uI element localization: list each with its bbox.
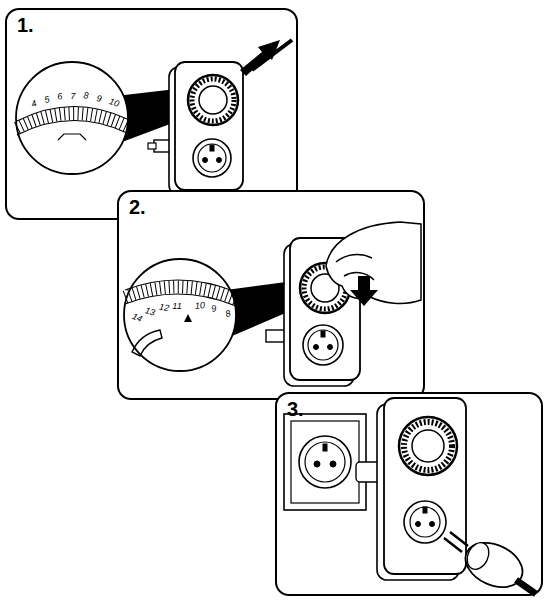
arrow <box>240 40 280 76</box>
timer-dial <box>399 417 457 475</box>
plug-pin <box>148 143 156 149</box>
wall-socket-cup <box>299 436 351 488</box>
appliance-plug <box>444 532 536 596</box>
dial-number: 12 <box>158 303 169 313</box>
scale-edge <box>125 280 236 292</box>
socket-hole <box>203 158 208 163</box>
dial-segment <box>132 330 162 356</box>
socket-hole <box>430 522 435 527</box>
scale-edge <box>17 120 127 135</box>
step-panel: 3. <box>275 392 543 596</box>
wall-socket-inner <box>305 442 345 482</box>
socket-hole <box>416 522 421 527</box>
step-panel: 2. 141312111098 <box>117 190 425 400</box>
step-panel: 1. 45678910 <box>5 8 298 220</box>
dial-knurl <box>192 79 234 121</box>
earth-pin <box>321 331 325 337</box>
socket <box>404 501 446 543</box>
turn-arrow <box>350 276 378 306</box>
dial-number: 7 <box>70 92 75 101</box>
earth-pin <box>323 444 327 451</box>
timer-dial <box>188 75 238 125</box>
socket-hole <box>217 158 222 163</box>
magnifier <box>16 62 128 174</box>
wall-socket <box>284 414 366 510</box>
timer-device <box>148 62 243 195</box>
magnifier-circle <box>124 259 236 371</box>
magnifier-circle <box>16 62 128 174</box>
socket-hole <box>314 345 319 350</box>
magnifier <box>124 259 236 371</box>
socket <box>193 139 231 177</box>
device-body <box>175 62 243 190</box>
plug-body <box>458 534 529 596</box>
socket-inner <box>308 330 338 360</box>
socket-hole <box>330 461 336 467</box>
socket-hole <box>314 461 320 467</box>
device-body <box>384 398 466 574</box>
scale-ticks <box>125 287 236 299</box>
push-arrow <box>240 40 292 76</box>
socket-inner <box>198 144 226 172</box>
timer-device <box>356 398 466 580</box>
dial-number: 11 <box>172 302 181 311</box>
step-number: 2. <box>129 196 146 219</box>
plug-pin <box>444 532 468 552</box>
dial-number: 10 <box>195 301 206 311</box>
socket-inner <box>410 507 440 537</box>
step-number: 1. <box>17 14 34 37</box>
scale-notch <box>58 134 86 140</box>
cord <box>516 580 536 594</box>
dial-number: 8 <box>83 91 89 100</box>
dial-center <box>199 86 227 114</box>
plug-face <box>463 539 493 573</box>
earth-pin <box>210 145 214 151</box>
dial-number: 6 <box>57 92 63 102</box>
socket <box>303 325 343 365</box>
dial-center <box>412 430 444 462</box>
socket-hole <box>328 345 333 350</box>
earth-pin <box>423 507 427 513</box>
wall-plate-inner <box>291 421 359 503</box>
step-number: 3. <box>287 398 304 421</box>
wall-plate <box>284 414 366 510</box>
dial-knurl <box>404 422 452 470</box>
pointer-triangle <box>184 314 192 322</box>
